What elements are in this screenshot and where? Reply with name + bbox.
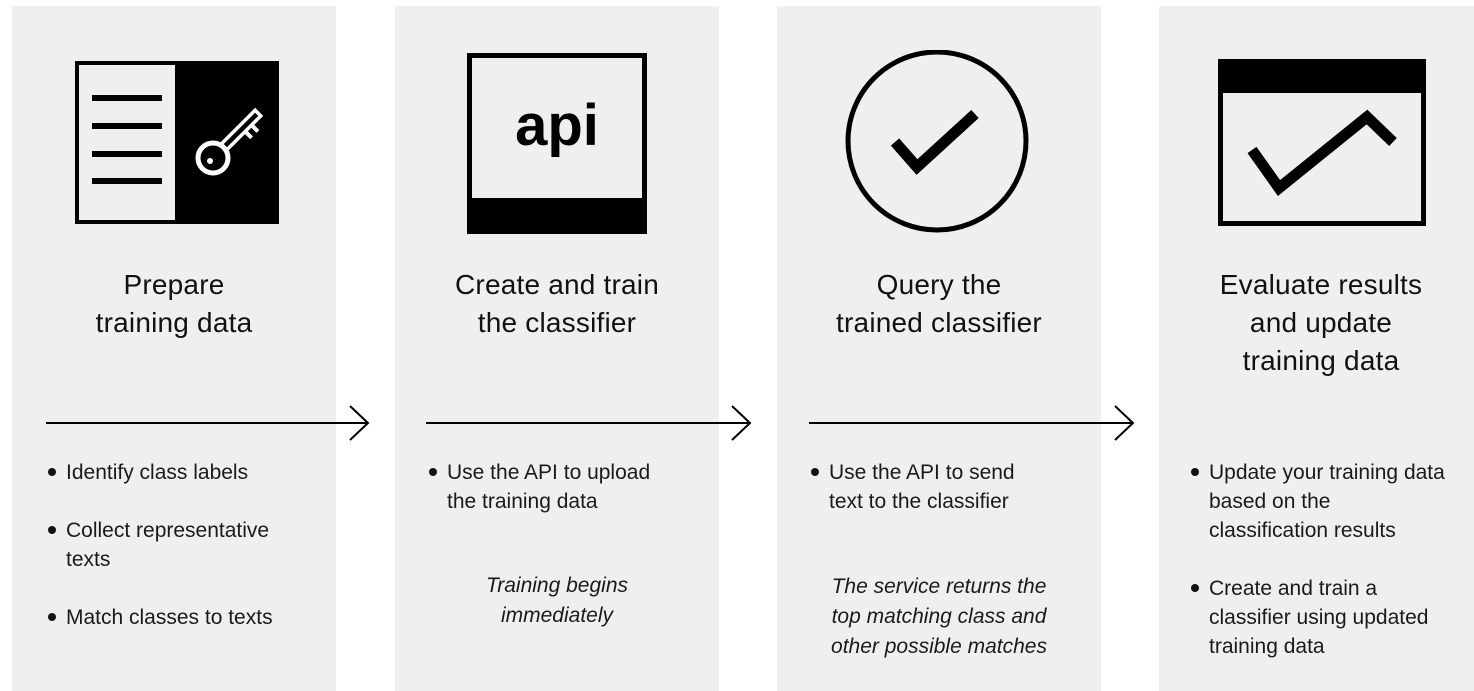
title-line: Create and train	[455, 269, 659, 300]
window-trend-icon	[1159, 50, 1474, 240]
note-line: immediately	[500, 604, 614, 627]
circle-check-icon	[777, 50, 1101, 240]
title-line: and update	[1249, 307, 1393, 338]
title-line: the classifier	[477, 307, 637, 338]
step-panel-prepare: Prepare training data Identify class lab…	[12, 6, 336, 691]
title-line: trained classifier	[836, 307, 1042, 338]
step-title: Evaluate results and update training dat…	[1159, 266, 1474, 380]
step-note: The service returns the top matching cla…	[777, 572, 1101, 662]
note-line: The service returns the	[831, 575, 1047, 598]
note-line: other possible matches	[831, 635, 1047, 658]
bullet-item: Collect representative texts	[46, 516, 326, 574]
title-line: training data	[1242, 345, 1400, 376]
step-panel-query: Query the trained classifier Use the API…	[777, 6, 1101, 691]
flow-arrow-3	[809, 405, 1135, 441]
bullet-list: Update your training data based on the c…	[1189, 458, 1473, 690]
step-note: Training begins immediately	[395, 571, 719, 631]
title-line: Evaluate results	[1219, 269, 1423, 300]
bullet-list: Use the API to upload the training data	[427, 458, 709, 545]
step-panel-create-train: api Create and train the classifier Use …	[395, 6, 719, 691]
bullet-item: Create and train a classifier using upda…	[1189, 574, 1473, 661]
step-title: Prepare training data	[12, 266, 336, 342]
flow-arrow-2	[426, 405, 752, 441]
bullet-item: Use the API to send text to the classifi…	[809, 458, 1091, 516]
document-key-icon	[12, 50, 336, 240]
bullet-item: Use the API to upload the training data	[427, 458, 709, 516]
api-label: api	[515, 93, 599, 158]
bullet-item: Update your training data based on the c…	[1189, 458, 1473, 545]
note-line: top matching class and	[831, 605, 1047, 628]
step-title: Query the trained classifier	[777, 266, 1101, 342]
title-line: Query the	[876, 269, 1002, 300]
bullet-list: Identify class labels Collect representa…	[46, 458, 326, 661]
step-panel-evaluate: Evaluate results and update training dat…	[1159, 6, 1474, 691]
bullet-item: Identify class labels	[46, 458, 326, 487]
note-line: Training begins	[485, 574, 629, 597]
bullet-list: Use the API to send text to the classifi…	[809, 458, 1091, 545]
title-line: Prepare	[123, 269, 225, 300]
api-window-icon: api	[395, 50, 719, 240]
bullet-item: Match classes to texts	[46, 603, 326, 632]
title-line: training data	[95, 307, 253, 338]
flow-arrow-1	[46, 405, 370, 441]
step-title: Create and train the classifier	[395, 266, 719, 342]
